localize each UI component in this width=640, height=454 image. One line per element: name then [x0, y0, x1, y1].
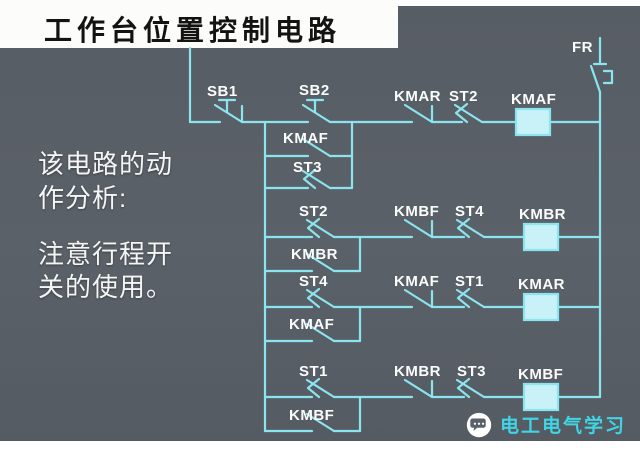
kmbf-coil — [522, 382, 560, 412]
kmbr-hold-label: KMBR — [291, 246, 338, 263]
st1-limit-contact — [455, 287, 486, 309]
title-block: 工作台位置控制电路 — [0, 0, 398, 48]
kmaf-hold-label-2: KMAF — [289, 316, 334, 333]
kmbf-label: KMBF — [394, 203, 439, 220]
kmar-coil — [522, 292, 560, 322]
watermark-text: 电工电气学习 — [499, 416, 626, 437]
page-title: 工作台位置控制电路 — [44, 15, 342, 46]
st4-limit-contact — [455, 217, 486, 239]
watermark: 电工电气学习 — [466, 411, 626, 438]
fr-thermal-contact — [589, 36, 614, 94]
st4-label: ST4 — [455, 203, 484, 220]
kmbr-nc-contact — [403, 378, 434, 399]
st4-start-label: ST4 — [299, 273, 328, 290]
st1-start-contact — [305, 377, 336, 399]
st2-limit-contact — [453, 102, 484, 124]
st2-label: ST2 — [449, 88, 478, 105]
sb1-label: SB1 — [207, 83, 238, 100]
kmbr-coil — [522, 222, 560, 252]
st3-hold-label: ST3 — [293, 159, 322, 176]
st1-label: ST1 — [455, 273, 484, 290]
rung-1: SB1 SB2 KMAR ST2 KMAF — [188, 82, 602, 137]
st1-start-label: ST1 — [299, 363, 328, 380]
kmbr-coil-label: KMBR — [519, 206, 566, 223]
st4-start-contact — [305, 287, 336, 309]
rung-1-hold-branch: KMAF ST3 — [263, 130, 354, 190]
rung-3: ST4 KMAF ST1 KMAR KMAF — [263, 273, 602, 343]
sb1-stop-button-contact — [213, 98, 244, 124]
kmar-coil-label: KMAR — [518, 276, 565, 293]
rung-2: ST2 KMBF ST4 KMBR KMBR — [263, 203, 602, 273]
note-paragraph-2: 注意行程开关的使用。 — [38, 238, 174, 303]
kmaf-coil — [514, 107, 552, 137]
analysis-notes: 该电路的动作分析: 注意行程开关的使用。 — [38, 148, 186, 305]
sb2-start-button-contact — [301, 98, 332, 124]
kmbf-coil-label: KMBF — [518, 366, 563, 383]
st2-start-contact — [305, 217, 336, 239]
fr-label: FR — [572, 39, 593, 56]
kmaf-coil-label: KMAF — [511, 91, 556, 108]
kmbf-hold-label: KMBF — [289, 407, 334, 424]
st3-label: ST3 — [457, 363, 486, 380]
st3-limit-contact — [455, 377, 486, 399]
kmaf-hold-label: KMAF — [283, 130, 328, 147]
kmar-label: KMAR — [394, 88, 441, 105]
kmbf-nc-contact — [403, 218, 434, 239]
st2-start-label: ST2 — [299, 203, 328, 220]
kmbr-nc-label: KMBR — [394, 363, 441, 380]
wechat-icon — [466, 412, 492, 437]
kmar-nc-contact — [403, 103, 434, 124]
note-paragraph-1: 该电路的动作分析: — [38, 149, 174, 213]
kmaf-nc-label: KMAF — [394, 273, 439, 290]
kmaf-nc-contact — [403, 288, 434, 309]
rung-4: ST1 KMBR ST3 KMBF KMBF — [263, 363, 602, 433]
sb2-label: SB2 — [299, 82, 330, 99]
